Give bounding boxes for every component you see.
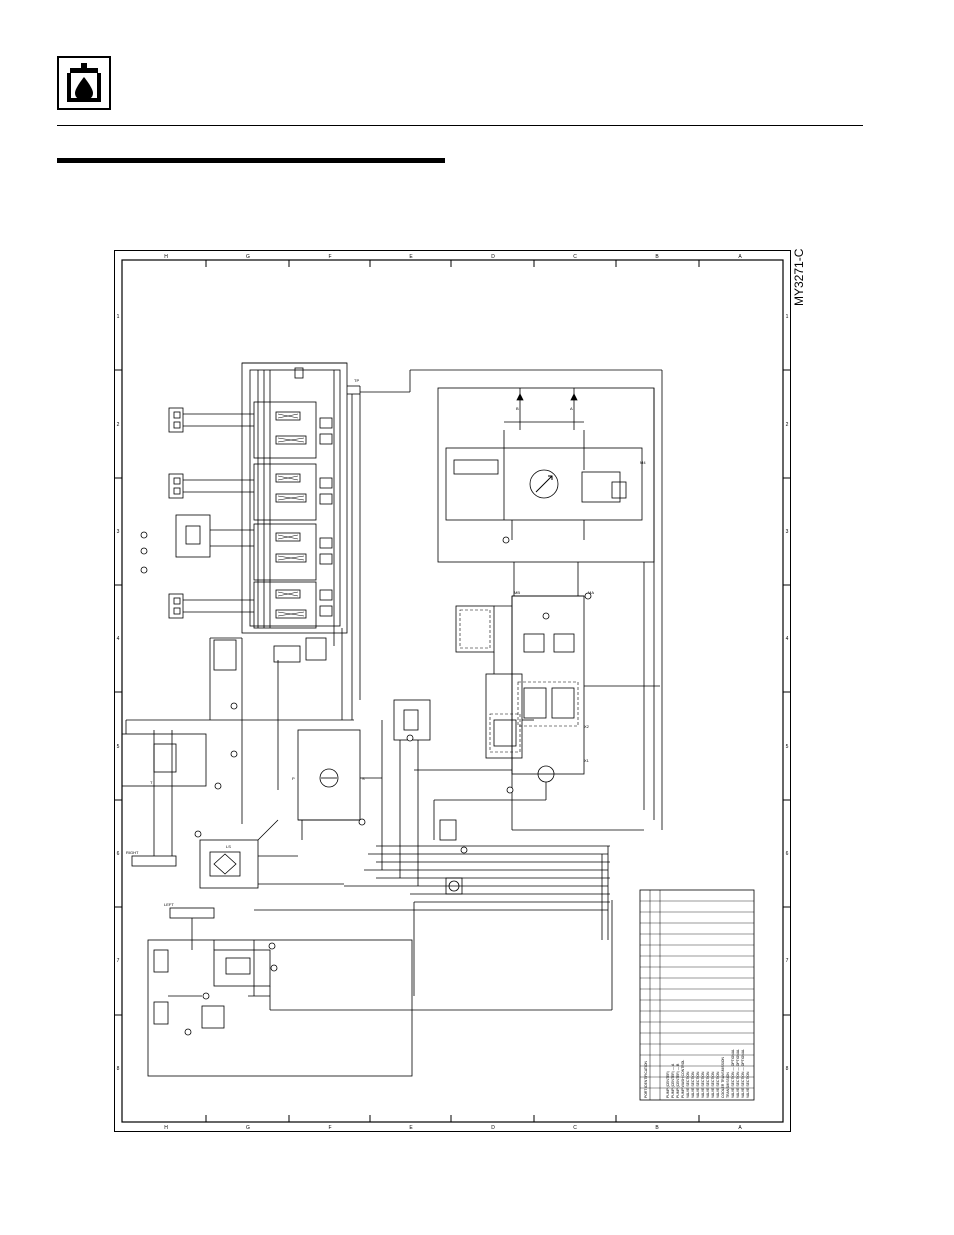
col-h: H (164, 254, 168, 260)
spool-hatching (277, 413, 305, 617)
inner-frame (121, 259, 784, 1123)
svg-text:7: 7 (117, 958, 120, 964)
svg-text:5: 5 (117, 744, 120, 750)
brake-valve (147, 939, 413, 1077)
legend-entries: PORT IDENTIFICATION PUMP (CENTER) PUMP (… (644, 1049, 750, 1098)
col-c: C (573, 254, 577, 260)
svg-text:VALVE SECTION — OPTIONAL: VALVE SECTION — OPTIONAL (736, 1049, 740, 1098)
column-letters-bottom: H G F E D C B A (164, 1125, 742, 1131)
svg-text:6: 6 (117, 851, 120, 857)
svg-text:H: H (164, 1125, 168, 1131)
col-e: E (409, 254, 413, 260)
reservoir-labels: P S (292, 776, 365, 781)
svg-text:COOLER TRANSMISSION: COOLER TRANSMISSION (721, 1056, 725, 1098)
small-components (213, 637, 463, 895)
svg-text:TRANSMISSION: TRANSMISSION (726, 1072, 730, 1098)
svg-text:A: A (570, 406, 573, 411)
hydraulic-lines (125, 369, 663, 1011)
svg-text:VALVE SECTION: VALVE SECTION (696, 1071, 700, 1098)
svg-text:G: G (246, 1125, 250, 1131)
column-letters-top: H G F E D C B A (164, 254, 742, 260)
svg-text:VALVE SECTION: VALVE SECTION (746, 1071, 750, 1098)
col-g: G (246, 254, 250, 260)
svg-text:P: P (292, 776, 295, 781)
svg-text:VALVE SECTION: VALVE SECTION (706, 1071, 710, 1098)
steering-labels: RIGHT LEFT LS T (126, 780, 231, 907)
pump-port-labels: B A M4 (516, 406, 646, 465)
svg-text:LEFT: LEFT (164, 902, 174, 907)
svg-text:D: D (491, 1125, 495, 1131)
svg-text:A: A (738, 1125, 742, 1131)
outer-frame (114, 250, 791, 1132)
svg-text:VALVE SECTION: VALVE SECTION (711, 1071, 715, 1098)
implement-ports-left (140, 407, 254, 619)
mcv-top-lines (242, 362, 360, 395)
pump-assembly (437, 387, 655, 563)
col-b: B (655, 254, 659, 260)
header-rule (57, 125, 863, 126)
control-block-dashed (459, 609, 579, 753)
svg-text:3: 3 (117, 529, 120, 535)
svg-text:B: B (655, 1125, 659, 1131)
svg-text:4: 4 (117, 636, 120, 642)
svg-text:1: 1 (117, 314, 120, 320)
reservoir-and-filter (297, 729, 361, 821)
row-ticks (114, 369, 791, 1016)
svg-text:VALVE SECTION: VALVE SECTION (691, 1071, 695, 1098)
svg-text:E: E (409, 1125, 413, 1131)
svg-text:RIGHT: RIGHT (126, 850, 139, 855)
svg-text:C: C (573, 1125, 577, 1131)
main-control-valve (241, 362, 348, 634)
svg-text:MB: MB (514, 590, 520, 595)
svg-text:M4: M4 (640, 460, 646, 465)
control-block-labels: MB MA X2 X1 (514, 590, 594, 763)
svg-text:7: 7 (786, 958, 789, 964)
row-numbers-right: 1 2 3 4 5 6 7 8 (786, 314, 789, 1072)
section-title-bar (57, 158, 445, 163)
svg-text:PUMP (CENTER): PUMP (CENTER) (666, 1071, 670, 1098)
column-ticks (205, 260, 700, 1122)
col-f: F (328, 254, 331, 260)
label-tp: TP (354, 378, 359, 383)
port-markers (140, 536, 592, 1036)
svg-text:8: 8 (786, 1066, 789, 1072)
control-block (455, 586, 585, 783)
svg-text:2: 2 (786, 422, 789, 428)
svg-text:PUMP WASH CONTROL: PUMP WASH CONTROL (681, 1060, 685, 1098)
svg-text:8: 8 (117, 1066, 120, 1072)
row-numbers-left: 1 2 3 4 5 6 7 8 (117, 314, 120, 1072)
svg-text:VALVE SECTION — OPTIONAL: VALVE SECTION — OPTIONAL (731, 1049, 735, 1098)
svg-text:X2: X2 (584, 724, 590, 729)
svg-text:F: F (328, 1125, 331, 1131)
svg-text:X1: X1 (584, 758, 590, 763)
svg-text:4: 4 (786, 636, 789, 642)
steering-unit (121, 730, 259, 950)
svg-text:PORT IDENTIFICATION: PORT IDENTIFICATION (644, 1061, 648, 1098)
hydraulic-oil-icon (57, 56, 111, 110)
svg-text:B: B (516, 406, 519, 411)
svg-text:VALVE SECTION: VALVE SECTION (686, 1071, 690, 1098)
svg-text:S: S (362, 776, 365, 781)
svg-text:VALVE SECTION — OPTIONAL: VALVE SECTION — OPTIONAL (741, 1049, 745, 1098)
svg-text:1: 1 (786, 314, 789, 320)
svg-text:2: 2 (117, 422, 120, 428)
svg-text:VALVE SECTION: VALVE SECTION (701, 1071, 705, 1098)
svg-text:MA: MA (588, 590, 594, 595)
hydraulic-schematic: H G F E D C B A H G F E D C B A 1 2 3 4 … (114, 250, 791, 1132)
svg-text:6: 6 (786, 851, 789, 857)
svg-text:PUMP (CENTER) — B: PUMP (CENTER) — B (676, 1063, 680, 1098)
col-d: D (491, 254, 495, 260)
svg-text:VALVE SECTION: VALVE SECTION (716, 1071, 720, 1098)
col-a: A (738, 254, 742, 260)
svg-text:3: 3 (786, 529, 789, 535)
legend-table: PORT IDENTIFICATION PUMP (CENTER) PUMP (… (639, 889, 755, 1101)
svg-text:5: 5 (786, 744, 789, 750)
svg-text:LS: LS (226, 844, 231, 849)
svg-text:PUMP (CENTER) — A: PUMP (CENTER) — A (671, 1063, 675, 1098)
svg-text:T: T (150, 780, 153, 785)
